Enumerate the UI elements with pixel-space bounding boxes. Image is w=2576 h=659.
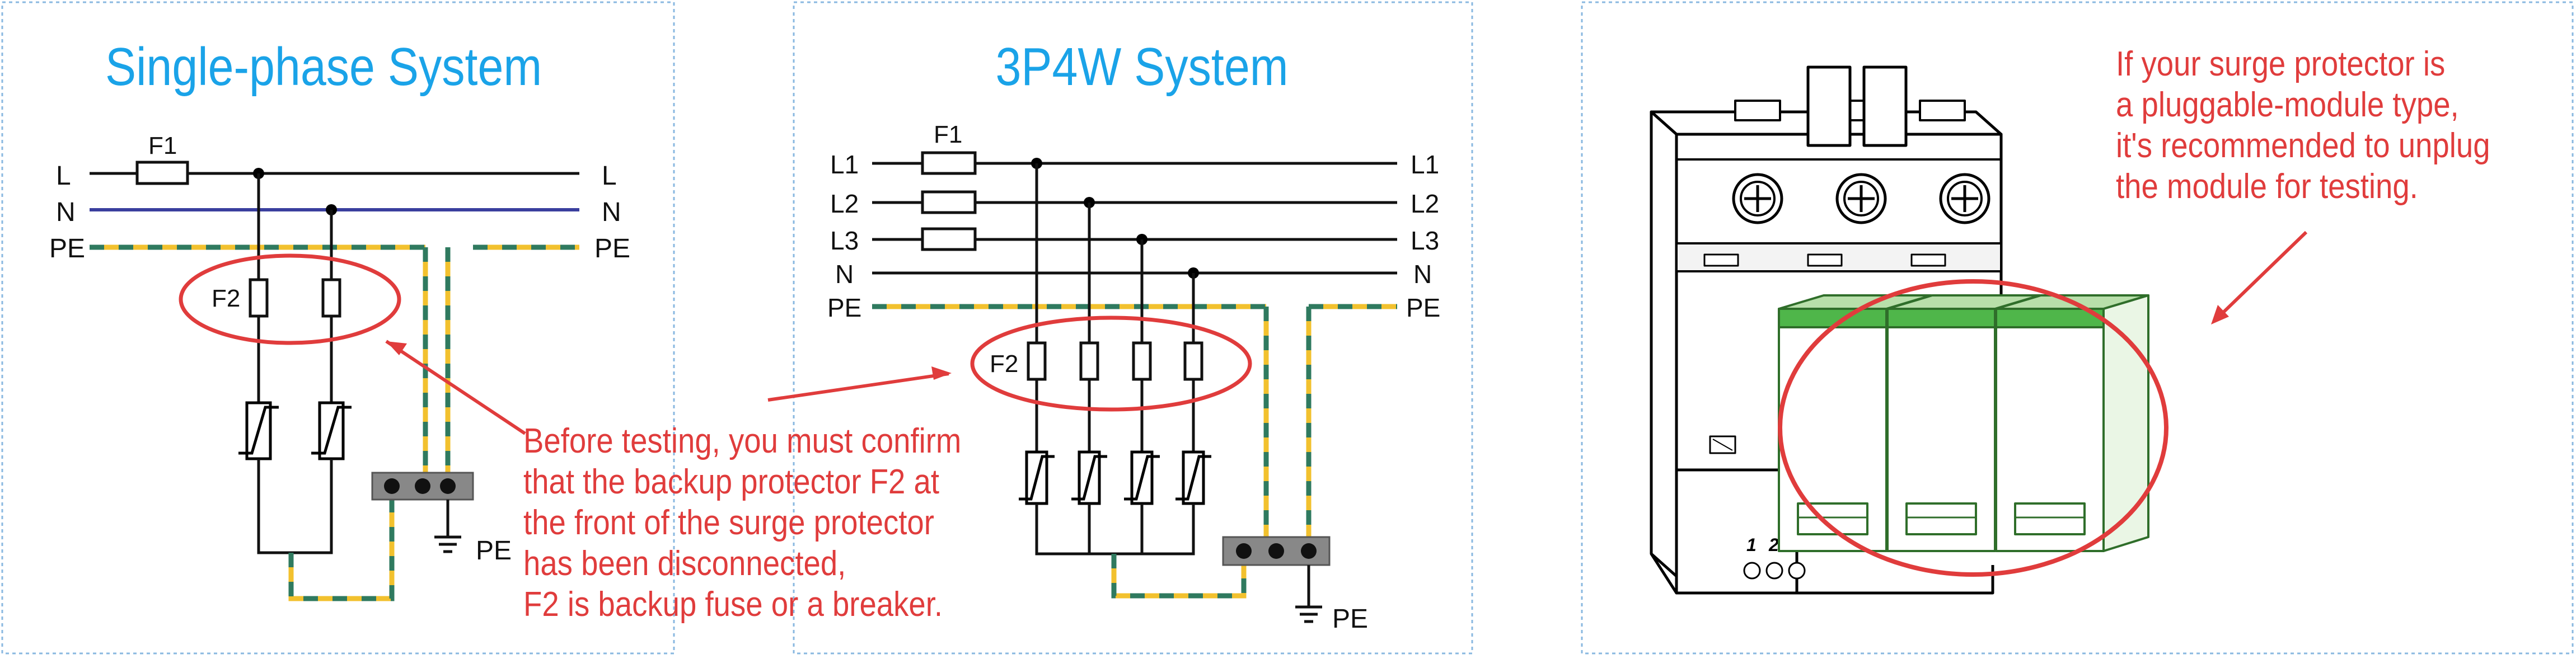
tp-label-l2-right: L2 [1411,189,1439,218]
tp-label-pe-right: PE [1406,293,1440,322]
fuse-f2-a [249,278,269,318]
testing-note-line-4: has been disconnected, [523,544,846,583]
pluggable-note-line-4: the module for testing. [2116,167,2418,206]
single-phase-title: Single-phase System [105,37,542,97]
f2-highlight-ellipse-3p [970,316,1252,412]
sp-label-pe-ground: PE [476,536,512,566]
surge-protector-module: 1 2 3 [1650,65,2308,595]
testing-note-line-5: F2 is backup fuse or a breaker. [523,585,943,624]
tp-label-l3-left: L3 [830,226,859,255]
fuse-f2-4 [1183,341,1203,381]
panel-3p4w-border [793,1,1473,655]
sp-label-l-left: L [56,161,71,191]
single-phase-schematic [90,161,579,601]
fuse-f1-l1 [921,151,977,175]
panel-single-phase-border [1,1,675,655]
fuse-f2-b [321,278,341,318]
tp-label-l3-right: L3 [1411,226,1439,255]
fuse-f1-l3 [921,227,977,251]
sp-label-n-left: N [56,197,76,227]
testing-note-line-3: the front of the surge protector [523,503,934,542]
tp-label-n-right: N [1413,260,1432,289]
sp-label-l-right: L [602,161,617,191]
testing-note-line-2: that the backup protector F2 at [523,463,940,501]
sp-label-pe-left: PE [49,234,85,263]
tp-label-pe-ground: PE [1332,604,1368,634]
pluggable-note-line-2: a pluggable-module type, [2116,86,2459,124]
tp-label-l1-left: L1 [830,150,859,179]
sp-label-f1: F1 [148,132,177,159]
tp-label-l2-left: L2 [830,189,859,218]
fuse-f2-3 [1132,341,1152,381]
terminal-number-1: 1 [1746,535,1757,555]
tp-label-n-left: N [835,260,854,289]
fuse-f1 [135,161,189,185]
module-highlight-ellipse [1778,279,2168,577]
tp-label-pe-left: PE [827,293,861,322]
arrow-head-right [931,366,952,380]
tp-label-f1: F1 [934,121,962,148]
sp-label-f2: F2 [212,285,240,312]
fuse-f2-2 [1079,341,1099,381]
pluggable-note-line-1: If your surge protector is [2116,45,2446,83]
tp-label-f2: F2 [990,350,1018,378]
terminal-number-2: 2 [1768,535,1779,555]
f2-highlight-ellipse [179,253,401,345]
fuse-f1-l2 [921,190,977,214]
pluggable-note-line-3: it's recommended to unplug [2116,126,2490,165]
arrow-head-left [386,341,407,355]
sp-label-n-right: N [602,197,621,227]
tp-label-l1-right: L1 [1411,150,1439,179]
fuse-f2-1 [1027,341,1047,381]
panel-module-border [1581,1,2574,655]
testing-note-line-1: Before testing, you must confirm [523,422,962,460]
3p4w-schematic [767,151,1397,623]
pluggable-module-3 [1995,294,2149,552]
3p4w-title: 3P4W System [995,37,1289,97]
arrow-head-module [2211,305,2229,324]
sp-label-pe-right: PE [594,234,630,263]
